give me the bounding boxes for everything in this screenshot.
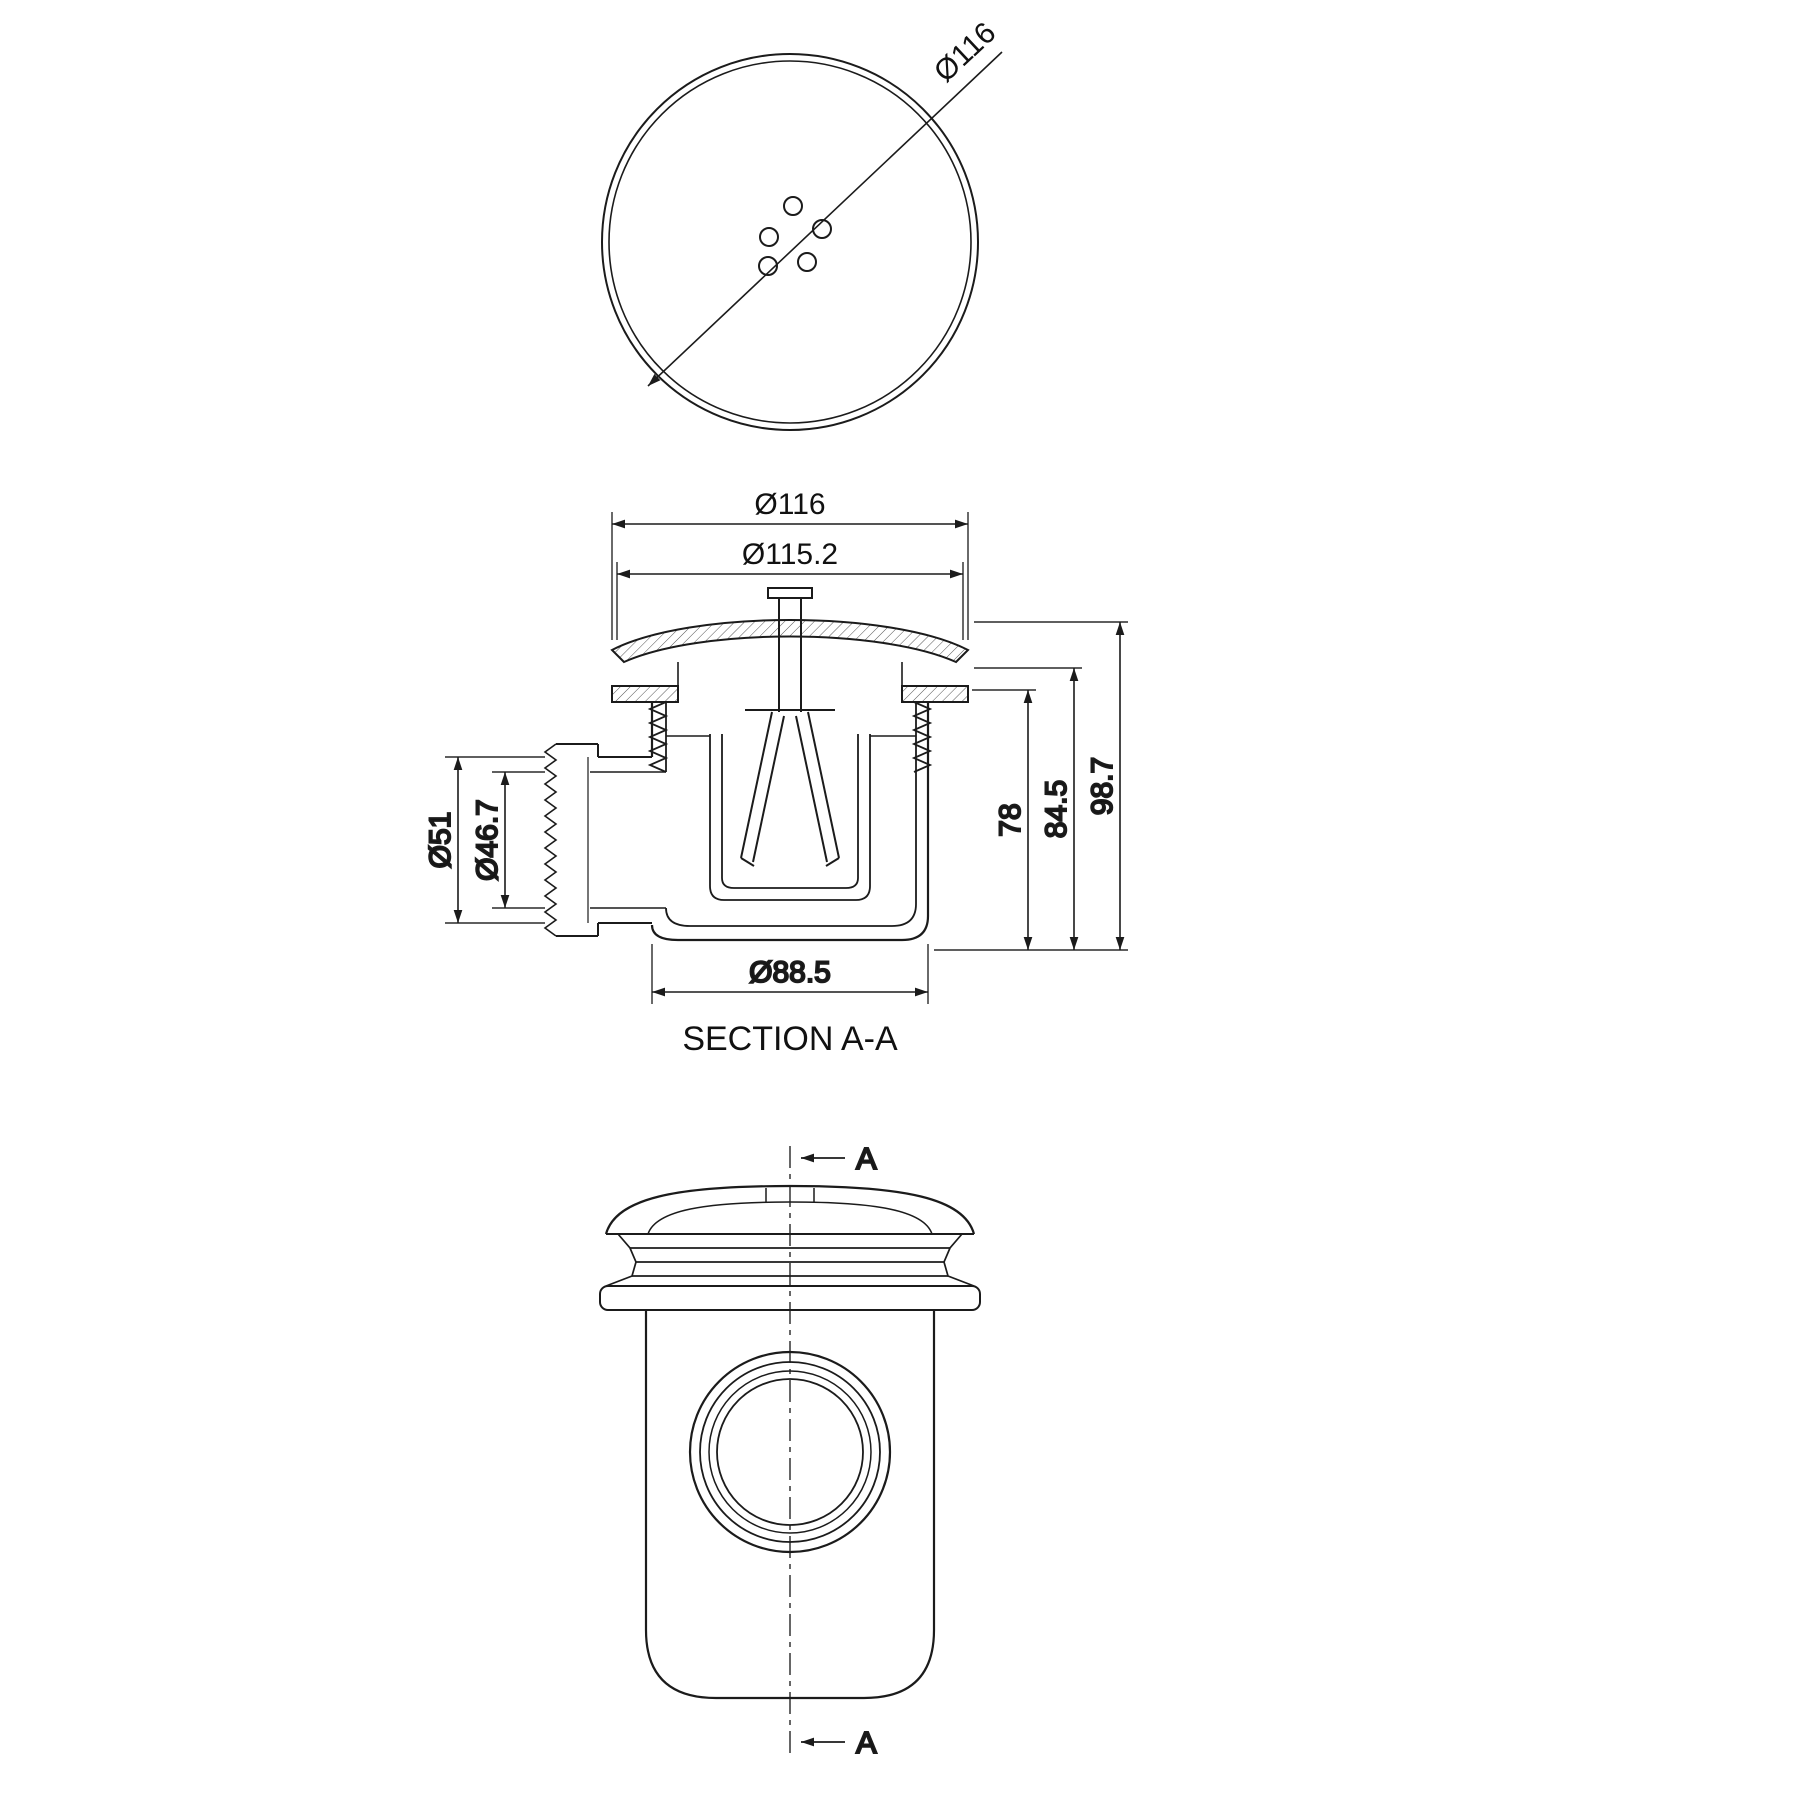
dim-total-height-label: 98.7 — [1086, 757, 1119, 815]
front-view: A A — [599, 1140, 981, 1761]
dim-outlet-inner-label: Ø46.7 — [471, 799, 504, 881]
dim-inner-height-label: 78 — [994, 803, 1027, 836]
bottom-dimension — [651, 944, 929, 1004]
drain-hole — [797, 252, 817, 272]
drain-hole — [758, 256, 778, 276]
dim-outer-diameter-label: Ø116 — [754, 488, 825, 521]
left-dimensions — [445, 756, 545, 924]
socket-serration — [543, 743, 558, 937]
waste-outer-rim — [601, 53, 979, 431]
section-marker-top-label: A — [856, 1141, 877, 1176]
inner-cup-section — [666, 734, 916, 901]
top-view: Ø116 — [601, 16, 1003, 431]
section-title: SECTION A-A — [682, 1020, 898, 1058]
front-outlet-socket — [688, 1350, 892, 1554]
section-view: Ø116 Ø115.2 — [423, 488, 1128, 1058]
front-collar — [605, 1233, 975, 1287]
cover-plate-section — [610, 619, 970, 664]
dim-outlet-outer-label: Ø51 — [424, 812, 457, 869]
trap-body-section — [650, 702, 930, 942]
drain-hole — [759, 227, 779, 247]
front-cover — [604, 1184, 976, 1235]
drain-hole — [783, 196, 803, 216]
waste-inner-rim — [608, 60, 972, 424]
dim-mid-height-label: 84.5 — [1040, 780, 1073, 838]
top-view-diameter-label: Ø116 — [928, 16, 1003, 89]
front-body — [644, 1310, 936, 1700]
drain-hole — [812, 219, 832, 239]
diameter-leader-line — [647, 51, 1003, 387]
dim-plate-diameter-label: Ø115.2 — [742, 538, 838, 571]
dim-body-diameter-label: Ø88.5 — [749, 956, 831, 989]
outlet-pipe-section — [543, 743, 666, 937]
front-flange-ring — [599, 1285, 981, 1311]
section-marker-bottom-label: A — [856, 1725, 877, 1760]
right-dimensions — [934, 621, 1128, 951]
thread-section — [647, 701, 933, 773]
drain-holes — [758, 196, 832, 276]
fixing-clip — [740, 587, 840, 867]
locking-ring-section — [611, 662, 969, 703]
